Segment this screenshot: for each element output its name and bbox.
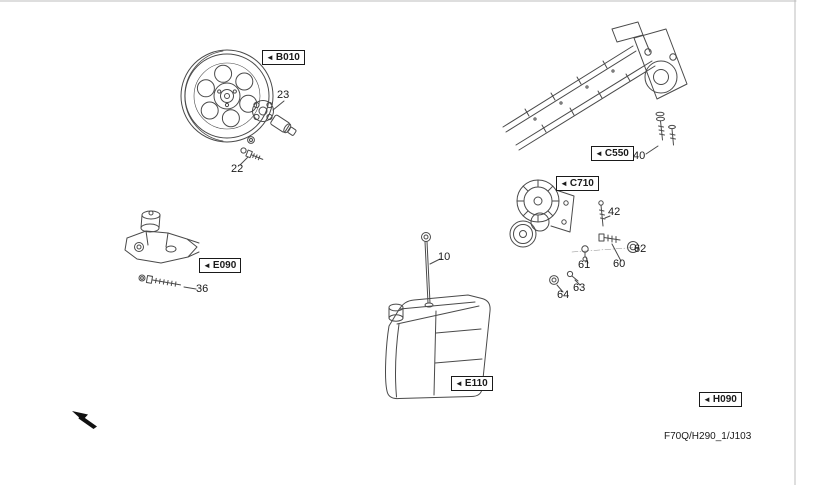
bolt-40-drawing xyxy=(655,111,676,146)
bracket-assembly-drawing xyxy=(124,210,200,290)
section-ref-c710[interactable]: ◄ C710 xyxy=(556,176,599,191)
left-triangle-icon: ◄ xyxy=(595,149,603,158)
water-pump-drawing xyxy=(509,179,642,293)
bolt-60-drawing xyxy=(598,233,621,243)
page-frame xyxy=(0,0,797,485)
hub-shaft-drawing xyxy=(239,100,297,166)
direction-arrow-icon xyxy=(72,411,97,429)
plug-62-drawing xyxy=(627,241,639,253)
callout-64: 64 xyxy=(557,289,570,301)
section-ref-e090[interactable]: ◄ E090 xyxy=(199,258,242,273)
leader-line-22 xyxy=(239,156,249,166)
leader-line-23 xyxy=(272,100,285,111)
bolt-63-drawing xyxy=(566,270,579,282)
leader-line-61 xyxy=(585,256,589,264)
left-triangle-icon: ◄ xyxy=(560,179,568,188)
section-ref-h090[interactable]: ◄ H090 xyxy=(699,392,742,407)
bolt-36-drawing xyxy=(138,274,181,287)
leader-line-10 xyxy=(429,258,441,265)
washer-64-drawing xyxy=(549,275,559,285)
section-ref-c550[interactable]: ◄ C550 xyxy=(591,146,634,161)
bolt-22-drawing xyxy=(245,149,264,161)
left-triangle-icon: ◄ xyxy=(703,395,711,404)
left-triangle-icon: ◄ xyxy=(455,379,463,388)
callout-62: 62 xyxy=(634,243,647,255)
leader-line-62 xyxy=(635,247,640,250)
left-triangle-icon: ◄ xyxy=(266,53,274,62)
frame-rail-drawing xyxy=(502,21,688,155)
section-ref-label: C710 xyxy=(569,178,594,189)
section-ref-label: E090 xyxy=(212,260,237,271)
leader-line-36 xyxy=(183,286,197,290)
callout-22: 22 xyxy=(231,163,244,175)
callout-60: 60 xyxy=(613,258,626,270)
callout-42: 42 xyxy=(608,206,621,218)
section-ref-e110[interactable]: ◄ E110 xyxy=(451,376,493,391)
leader-line-40 xyxy=(645,145,659,155)
leader-line-63 xyxy=(574,279,581,286)
section-ref-b010[interactable]: ◄ B010 xyxy=(262,50,305,65)
callout-10: 10 xyxy=(438,251,451,263)
section-ref-label: H090 xyxy=(712,394,737,405)
callout-23: 23 xyxy=(277,89,290,101)
section-ref-label: C550 xyxy=(604,148,629,159)
stud-42-drawing xyxy=(598,200,606,227)
leader-line-42 xyxy=(604,215,611,219)
callout-36: 36 xyxy=(196,283,209,295)
drawing-code: F70Q/H290_1/J103 xyxy=(664,431,752,442)
leader-line-60 xyxy=(611,243,622,262)
callout-63: 63 xyxy=(573,282,586,294)
callout-40: 40 xyxy=(633,150,646,162)
leader-line-64 xyxy=(556,284,564,293)
left-triangle-icon: ◄ xyxy=(203,261,211,270)
fuel-tank-drawing xyxy=(385,294,491,400)
dipstick-drawing xyxy=(421,232,441,304)
section-ref-label: E110 xyxy=(464,378,488,389)
filler-neck-drawing xyxy=(388,303,404,322)
section-ref-label: B010 xyxy=(275,52,300,63)
pulley-drawing xyxy=(180,49,274,143)
callout-61: 61 xyxy=(578,259,591,271)
